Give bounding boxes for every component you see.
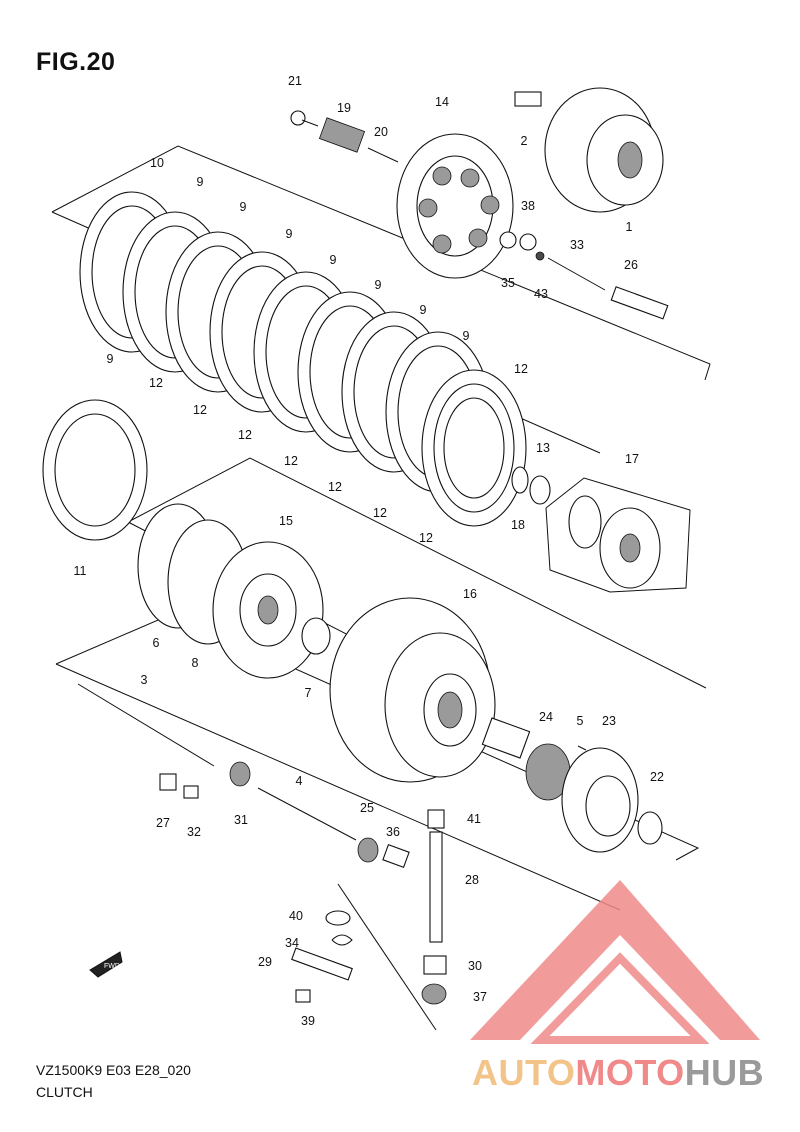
watermark-logo-icon	[470, 880, 760, 1044]
callout: 19	[337, 101, 351, 115]
fwd-arrow-icon: FWD	[89, 951, 123, 978]
callout: 1	[625, 220, 633, 234]
callout: 26	[624, 258, 638, 272]
callout: 2	[520, 134, 528, 148]
callout: 41	[467, 812, 481, 826]
callout: 17	[625, 452, 639, 466]
callout: 9	[106, 352, 114, 366]
release-shaft-27	[421, 809, 447, 1005]
washers-17-18	[511, 466, 551, 505]
callout: 13	[536, 441, 550, 455]
callout: 36	[386, 825, 400, 839]
callout: 9	[462, 329, 470, 343]
callout: 9	[285, 227, 293, 241]
callout: 30	[468, 959, 482, 973]
callout: 8	[191, 656, 199, 670]
callout: 39	[301, 1014, 315, 1028]
callout: 4	[295, 774, 303, 788]
callout: 21	[288, 74, 302, 88]
svg-text:FWD: FWD	[104, 963, 120, 970]
callout: 20	[374, 125, 388, 139]
figure-code: VZ1500K9 E03 E28_020	[36, 1062, 191, 1078]
callout: 12	[149, 376, 163, 390]
clutch-hub-6	[212, 541, 331, 679]
clutch-plate-stack	[79, 191, 527, 527]
callout: 43	[534, 287, 548, 301]
callout: 24	[539, 710, 553, 724]
callout: 32	[187, 825, 201, 839]
callout: 31	[234, 813, 248, 827]
pressure-plate-14	[396, 133, 514, 279]
callout: 9	[419, 303, 427, 317]
callout: 9	[329, 253, 337, 267]
callout: 3	[140, 673, 148, 687]
primary-gear-1	[514, 87, 664, 213]
callout: 28	[465, 873, 479, 887]
callout: 14	[435, 95, 449, 109]
callout: 33	[570, 238, 584, 252]
clutch-hub-15	[568, 495, 661, 589]
callout: 9	[196, 175, 204, 189]
figure-title: FIG.20	[36, 48, 116, 76]
callout: 9	[374, 278, 382, 292]
callout: 12	[238, 428, 252, 442]
callout: 29	[258, 955, 272, 969]
callout: 37	[473, 990, 487, 1004]
callout: 35	[501, 276, 515, 290]
callout: 38	[521, 199, 535, 213]
callout: 7	[304, 686, 312, 700]
callout: 15	[279, 514, 293, 528]
callout: 9	[239, 200, 247, 214]
figure-name: CLUTCH	[36, 1084, 93, 1100]
callout: 11	[73, 564, 87, 578]
callout: 12	[373, 506, 387, 520]
callout: 6	[152, 636, 160, 650]
watermark-text: AUTOMOTOHUB	[472, 1052, 765, 1093]
callout: 40	[289, 909, 303, 923]
callout: 23	[602, 714, 616, 728]
callout: 12	[284, 454, 298, 468]
release-arm-parts	[291, 910, 353, 1003]
callout: 22	[650, 770, 664, 784]
callout: 12	[328, 480, 342, 494]
callout: 34	[285, 936, 299, 950]
callout: 12	[419, 531, 433, 545]
callout: 12	[193, 403, 207, 417]
push-rods-and-shaft	[77, 683, 410, 868]
plate-13	[42, 399, 148, 541]
callout: 25	[360, 801, 374, 815]
callout: 10	[150, 156, 164, 170]
spring-bolt-parts	[290, 110, 669, 320]
callout: 12	[514, 362, 528, 376]
bearing-gear-washer	[525, 743, 663, 853]
clutch-housing-3	[329, 597, 531, 783]
callout: 16	[463, 587, 477, 601]
callout: 27	[156, 816, 170, 830]
callout: 5	[576, 714, 584, 728]
callout: 18	[511, 518, 525, 532]
